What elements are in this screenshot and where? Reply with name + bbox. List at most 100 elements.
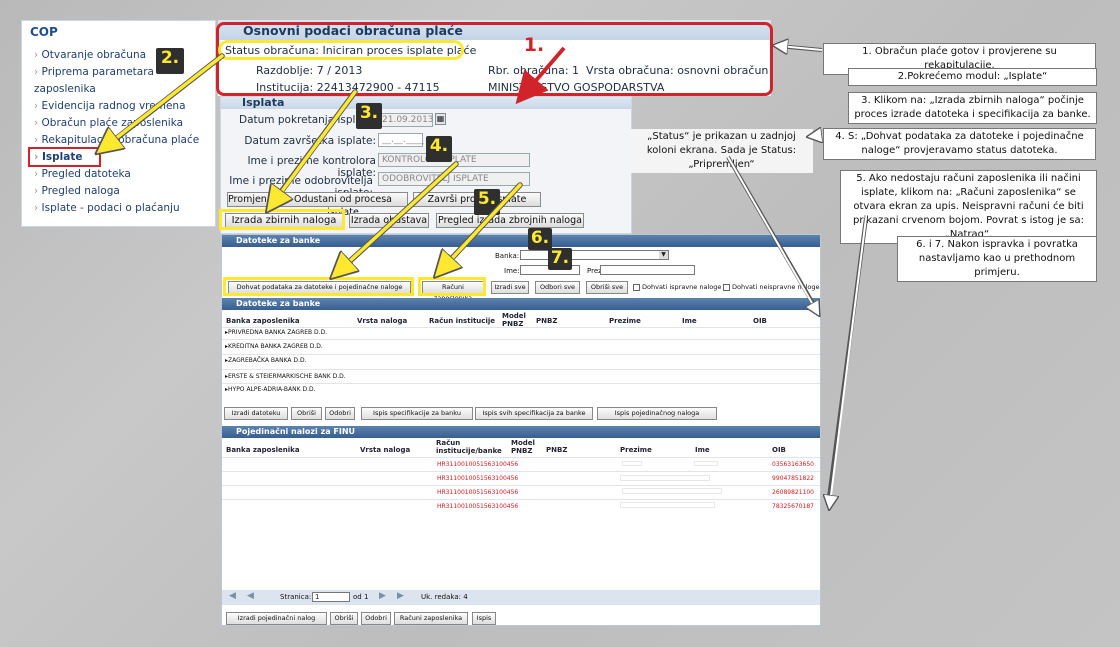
print-single-order-button[interactable]: Ispis pojedinačnog naloga	[597, 407, 717, 420]
finu-oib: 26089821100	[772, 489, 814, 496]
redacted-surname	[620, 475, 710, 481]
name-label: Ime:	[504, 267, 520, 275]
sidebar-item-isplate-podaci[interactable]: Isplate - podaci o plaćanju	[34, 200, 215, 217]
table-row[interactable]: ▸KREDITNA BANKA ZAGREB D.D.	[225, 343, 323, 350]
end-date-input[interactable]: __.__.____	[378, 133, 424, 147]
sidebar-item-evidencija[interactable]: Evidencija radnog vremena	[34, 98, 215, 115]
page-of-label: od 1	[353, 593, 369, 601]
step-badge-7: 7.	[548, 248, 572, 270]
delete-button[interactable]: Obriši	[291, 407, 322, 420]
review-orders-button[interactable]: Pregled izrada zbrojnih naloga	[436, 213, 584, 228]
bank-label: Banka:	[495, 252, 520, 260]
status-note: „Status“ je prikazan u zadnjoj koloni ek…	[630, 129, 813, 173]
finu-col-pnbz: PNBZ	[546, 446, 568, 454]
invalid-orders-label: Dohvati neispravne naloge	[732, 283, 820, 291]
finu-delete-button[interactable]: Obriši	[330, 612, 358, 625]
note-3: 3. Klikom na: „Izrada zbirnih naloga“ po…	[848, 92, 1097, 124]
expand-icon[interactable]: ▸	[225, 329, 229, 336]
fetch-highlight	[223, 277, 414, 296]
table-row[interactable]: ▸PRIVREDNA BANKA ZAGREB D.D.	[225, 329, 328, 336]
print-button[interactable]: Ispis	[472, 612, 496, 625]
sidebar-item-isplate[interactable]: Isplate	[34, 149, 215, 166]
table-row[interactable]: ▸ERSTE & STEIERMARKISCHE BANK D.D.	[225, 373, 346, 380]
sidebar-item-pregled-naloga[interactable]: Pregled naloga	[34, 183, 215, 200]
expand-icon[interactable]: ▸	[225, 343, 229, 350]
sidebar-item-pregled-datoteka[interactable]: Pregled datoteka	[34, 166, 215, 183]
valid-orders-label: Dohvati ispravne naloge	[642, 283, 722, 291]
finu-account: HR3110010051563100456	[437, 461, 519, 468]
note-5: 5. Ako nedostaju računi zaposlenika ili …	[840, 170, 1097, 244]
finu-col-oib: OIB	[772, 446, 786, 454]
sidebar-menu: Otvaranje obračuna Priprema parametara z…	[22, 43, 215, 217]
note-2: 2.Pokrećemo modul: „Isplate“	[848, 68, 1097, 86]
col-name: Ime	[682, 317, 697, 325]
col-surname: Prezime	[609, 317, 641, 325]
end-date-label: Datum završetka isplate:	[244, 135, 376, 147]
redacted-surname	[620, 502, 715, 508]
approver-input[interactable]: ODOBROVITELJ ISPLATE	[378, 172, 530, 186]
valid-orders-checkbox[interactable]	[633, 284, 640, 291]
page-select[interactable]: 1	[312, 592, 350, 602]
chevron-down-icon: ▼	[659, 251, 668, 259]
sidebar-item-otvaranje[interactable]: Otvaranje obračuna	[34, 47, 215, 64]
step-badge-1: 1.	[523, 34, 545, 56]
cancel-all-button[interactable]: Odbori sve	[535, 281, 580, 294]
isplate-highlight	[28, 147, 101, 167]
approve-button[interactable]: Odobri	[325, 407, 355, 420]
header-title: Osnovni podaci obračuna plaće	[218, 20, 771, 40]
bank-files-table-header: Datoteke za banke	[222, 298, 820, 310]
redacted-surname	[622, 488, 722, 494]
row-count: Uk. redaka: 4	[421, 593, 468, 601]
col-account: Račun institucije	[429, 317, 495, 325]
col-model: Model PNBZ	[502, 312, 526, 328]
finu-col-account: Račun institucije/banke	[436, 439, 502, 455]
pager: ◀ ◀ Stranica: 1 od 1 ▶ ▶ Uk. redaka: 4	[222, 590, 820, 605]
header-type: Vrsta obračuna: osnovni obračun	[586, 64, 769, 77]
sidebar-item-obracun[interactable]: Obračun plaće zaposlenika	[34, 115, 215, 132]
header-institution: Institucija: 22413472900 - 47115	[256, 81, 440, 94]
finu-col-model: Model PNBZ	[511, 439, 535, 455]
sidebar-item-priprema[interactable]: Priprema parametara zaposlenika	[34, 64, 215, 98]
finu-col-bank: Banka zaposlenika	[226, 446, 300, 454]
finu-oib: 78325670187	[772, 503, 814, 510]
step-badge-3: 3.	[356, 103, 382, 129]
start-date-input[interactable]: 21.09.2013	[378, 113, 434, 127]
finu-approve-button[interactable]: Odobri	[361, 612, 391, 625]
header-period: Razdoblje: 7 / 2013	[256, 64, 363, 77]
first-page-icon[interactable]: ◀	[247, 591, 254, 601]
col-pnbz: PNBZ	[536, 317, 558, 325]
surname-input[interactable]	[600, 265, 695, 275]
bank-select[interactable]: ▼	[520, 250, 669, 260]
step-badge-2: 2.	[156, 48, 184, 74]
last-page-icon[interactable]: ▶	[397, 591, 404, 601]
col-oib: OIB	[753, 317, 767, 325]
next-page-icon[interactable]: ▶	[379, 591, 386, 601]
calendar-icon[interactable]: ▦	[435, 113, 446, 125]
delete-all-button[interactable]: Obriši sve	[586, 281, 628, 294]
finu-col-order-type: Vrsta naloga	[360, 446, 411, 454]
table-row[interactable]: ▸ZAGREBAČKA BANKA D.D.	[225, 357, 307, 364]
select-all-button[interactable]: Izradi sve	[491, 281, 529, 294]
expand-icon[interactable]: ▸	[225, 386, 229, 393]
invalid-orders-checkbox[interactable]	[723, 284, 730, 291]
expand-icon[interactable]: ▸	[225, 357, 229, 364]
prev-page-icon[interactable]: ◀	[229, 591, 236, 601]
status-highlight	[218, 40, 464, 60]
print-all-specs-button[interactable]: Ispis svih specifikacija za banke	[475, 407, 593, 420]
finu-accounts-button[interactable]: Računi zaposlenika	[394, 612, 468, 625]
header-status: Status obračuna: Iniciran proces isplate…	[225, 44, 477, 57]
table-row[interactable]: ▸HYPO ALPE-ADRIA-BANK D.D.	[225, 386, 316, 393]
expand-icon[interactable]: ▸	[225, 373, 229, 380]
make-file-button[interactable]: Izradi datoteku	[224, 407, 288, 420]
step-badge-6: 6.	[528, 228, 552, 250]
note-4: 4. S: „Dohvat podataka za datoteke i poj…	[823, 128, 1096, 160]
redacted-name	[694, 461, 718, 466]
finu-oib: 03563163650	[772, 461, 814, 468]
start-date-label: Datum pokretanja isplate:	[239, 114, 376, 126]
print-spec-button[interactable]: Ispis specifikacije za banku	[361, 407, 473, 420]
isplata-form: Isplata Datum pokretanja isplate: 21.09.…	[220, 96, 632, 234]
finu-col-surname: Prezime	[620, 446, 652, 454]
make-single-order-button[interactable]: Izradi pojedinačni nalog	[226, 612, 327, 625]
page-label: Stranica:	[280, 593, 312, 601]
